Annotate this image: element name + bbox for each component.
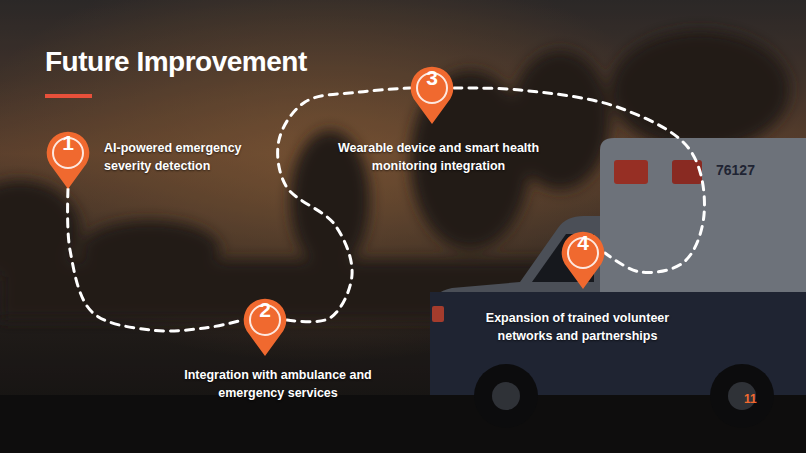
slide-title: Future Improvement [45, 46, 307, 78]
step-caption: Integration with ambulance and emergency… [168, 366, 388, 402]
title-underline [45, 94, 92, 98]
vehicle-number: 76127 [716, 162, 755, 178]
dashed-route [278, 88, 410, 322]
page-number: 11 [744, 392, 757, 406]
map-pin: 1AI-powered emergency severity detection [46, 131, 90, 189]
dashed-route [68, 189, 243, 331]
pin-body [411, 67, 454, 124]
step-caption: Wearable device and smart health monitor… [336, 139, 541, 175]
map-pin: 4Expansion of trained volunteer networks… [561, 231, 605, 289]
pin-body [47, 132, 90, 189]
map-pin: 3Wearable device and smart health monito… [410, 66, 454, 124]
callout-number: 1 [46, 131, 90, 175]
step-caption: Expansion of trained volunteer networks … [470, 309, 685, 345]
callout-number: 3 [410, 66, 454, 110]
map-pin: 2Integration with ambulance and emergenc… [243, 298, 287, 356]
callout-number: 4 [561, 231, 605, 275]
callout-number: 2 [243, 298, 287, 342]
pin-body [562, 232, 605, 289]
step-caption: AI-powered emergency severity detection [104, 139, 254, 175]
pin-body [244, 299, 287, 356]
